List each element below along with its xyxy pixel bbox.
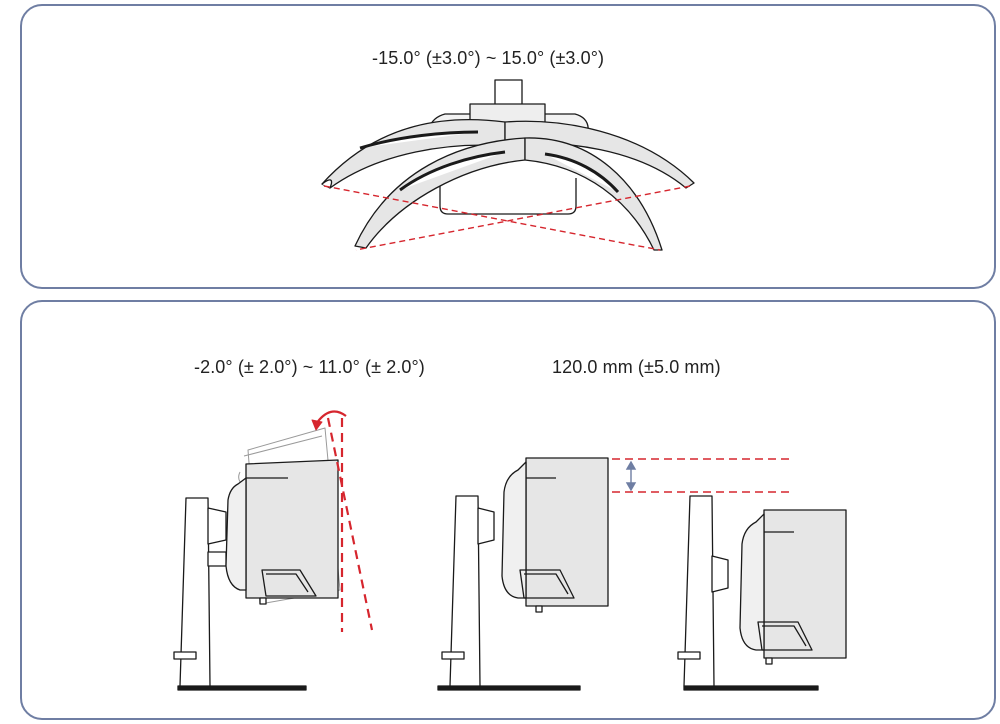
height-range-label: 120.0 mm (±5.0 mm) (552, 357, 721, 377)
height-illustration-lowered (677, 495, 847, 691)
swivel-monitor-right (354, 137, 663, 251)
tilt-guide-lines (326, 417, 374, 632)
height-raised-stand (437, 495, 581, 691)
height-arrow-icon (625, 460, 637, 492)
tilt-arrow-head (311, 419, 323, 431)
height-guide-lines (612, 458, 790, 493)
swivel-monitor-left (321, 118, 695, 189)
tilt-illustration (173, 410, 374, 691)
height-lowered-monitor (739, 509, 847, 665)
tilt-range-label: -2.0° (± 2.0°) ~ 11.0° (± 2.0°) (194, 357, 425, 377)
swivel-range-label: -15.0° (±3.0°) ~ 15.0° (±3.0°) (372, 48, 605, 68)
height-raised-monitor (501, 457, 609, 613)
height-illustration-raised (437, 457, 609, 691)
swivel-illustration (321, 79, 695, 251)
swivel-guide-lines (323, 185, 691, 251)
height-lowered-stand (677, 495, 819, 691)
tilt-stand (173, 497, 307, 691)
tilt-monitor (225, 459, 339, 605)
